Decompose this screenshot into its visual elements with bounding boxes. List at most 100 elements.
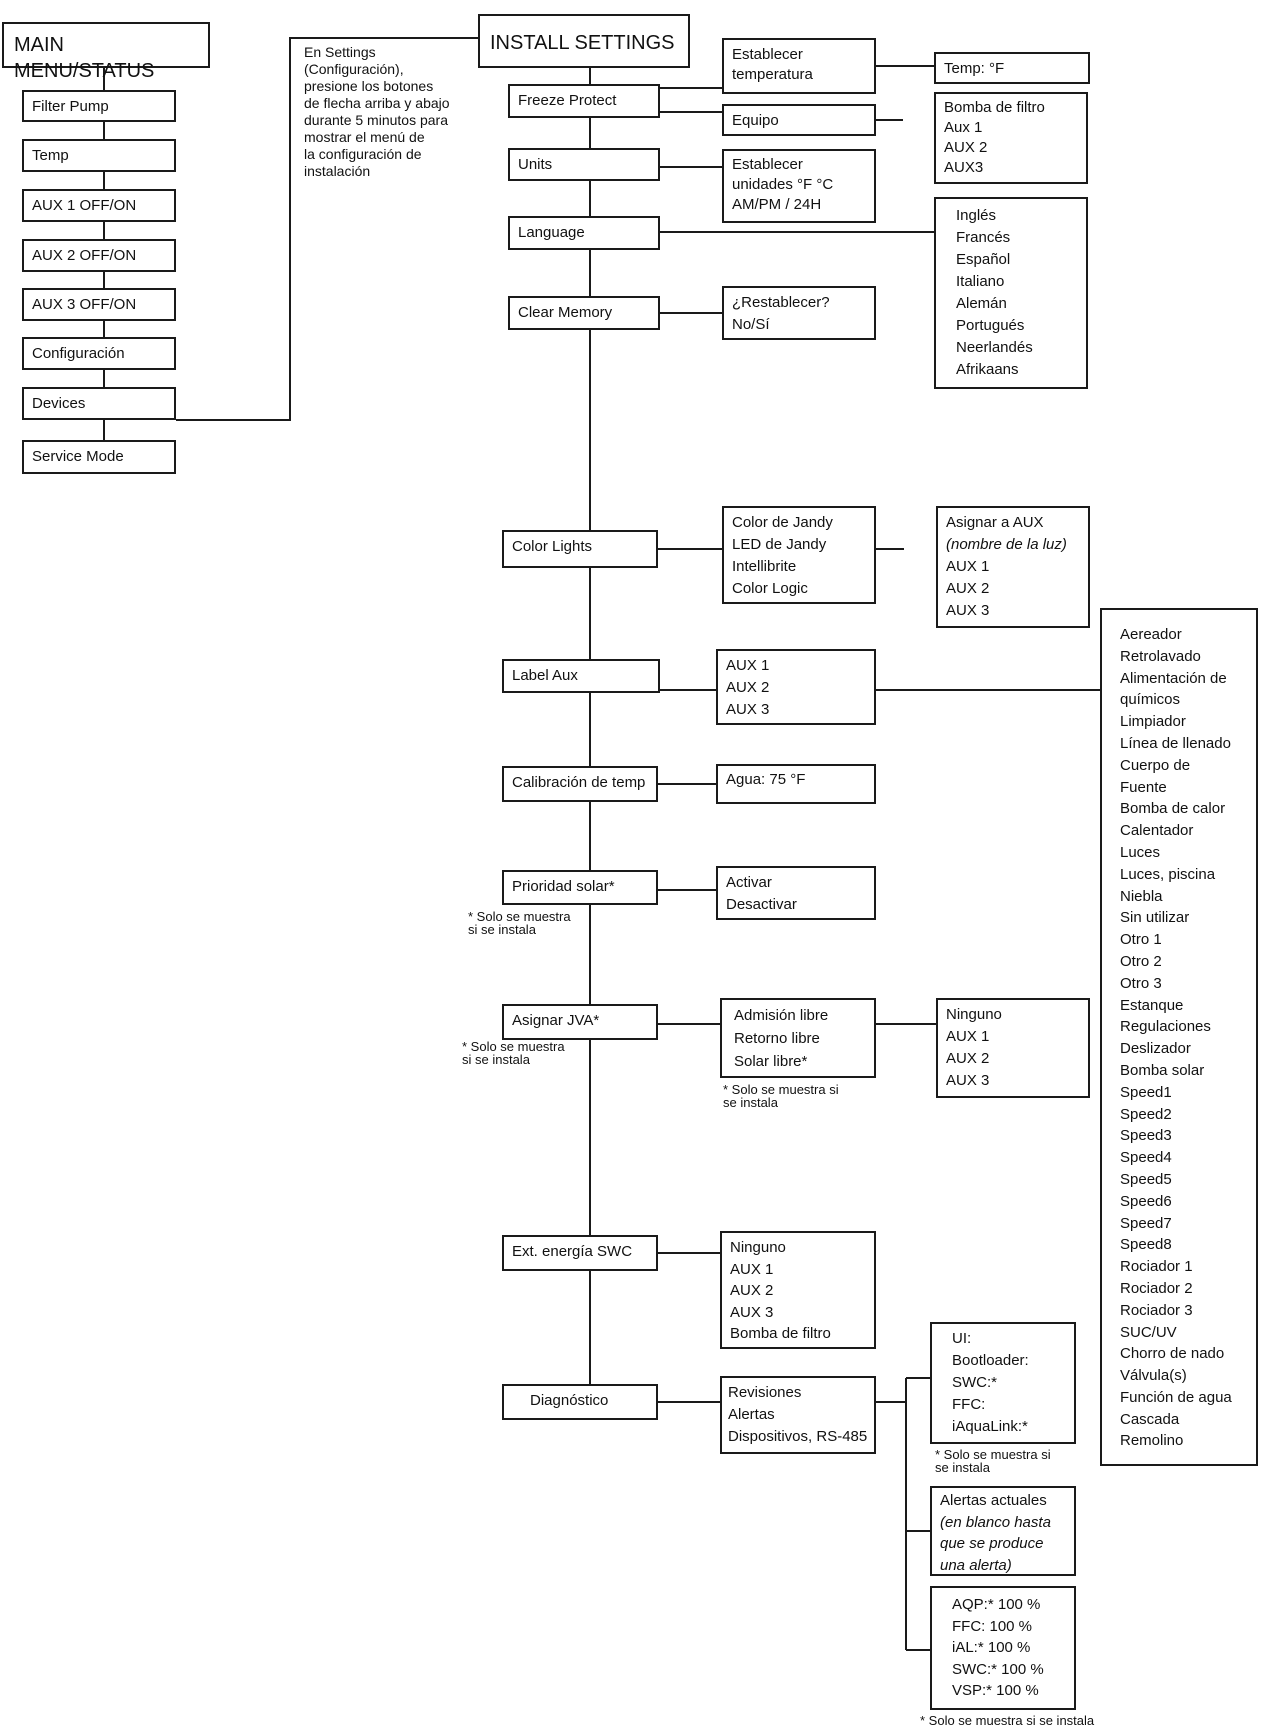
color-light-assign-item[interactable]: AUX 1 <box>946 558 990 575</box>
jva-option[interactable]: Admisión libre <box>734 1007 829 1024</box>
diagnostics-option[interactable]: Revisiones <box>728 1384 802 1401</box>
jva-option[interactable]: Retorno libre <box>734 1030 820 1047</box>
aux-label[interactable]: Remolino <box>1120 1432 1184 1450</box>
color-light-type[interactable]: Color de Jandy <box>732 514 833 531</box>
freeze-equipment-option[interactable]: Bomba de filtro <box>944 99 1045 116</box>
main-menu-aux3[interactable]: AUX 3 OFF/ON <box>22 288 176 321</box>
color-light-assign-item[interactable]: AUX 3 <box>946 602 990 619</box>
aux-label[interactable]: Speed4 <box>1120 1149 1172 1167</box>
units-option[interactable]: unidades °F °C <box>732 176 834 193</box>
aux-label[interactable]: Speed6 <box>1120 1192 1172 1210</box>
freeze-equipment-option[interactable]: Aux 1 <box>944 119 983 136</box>
install-clear-memory[interactable]: Clear Memory <box>508 296 660 330</box>
aux-label[interactable]: Luces, piscina <box>1120 865 1216 883</box>
aux-label[interactable]: químicos <box>1120 691 1181 709</box>
install-language[interactable]: Language <box>508 216 660 250</box>
install-prioridad-solar[interactable]: Prioridad solar* <box>502 870 658 905</box>
language-option[interactable]: Neerlandés <box>956 339 1033 356</box>
aux-label[interactable]: Bomba solar <box>1120 1061 1205 1079</box>
clear-memory-option[interactable]: ¿Restablecer? <box>732 294 830 311</box>
color-light-type[interactable]: Intellibrite <box>732 558 797 575</box>
aux-label[interactable]: Línea de llenado <box>1120 734 1231 752</box>
aux-label[interactable]: Niebla <box>1120 887 1163 905</box>
units-option[interactable]: Establecer <box>732 156 803 173</box>
jva-assign-option[interactable]: AUX 3 <box>946 1072 990 1089</box>
calibration-option[interactable]: Agua: 75 °F <box>726 771 806 788</box>
aux-label[interactable]: Estanque <box>1120 996 1184 1014</box>
aux-label[interactable]: Speed5 <box>1120 1170 1172 1188</box>
aux-label[interactable]: Cuerpo de <box>1120 756 1191 774</box>
main-menu-temp[interactable]: Temp <box>22 139 176 172</box>
install-units[interactable]: Units <box>508 148 660 181</box>
swc-option[interactable]: AUX 2 <box>730 1282 774 1299</box>
main-menu-configuracion[interactable]: Configuración <box>22 337 176 370</box>
aux-label[interactable]: Válvula(s) <box>1120 1367 1187 1385</box>
solar-option[interactable]: Desactivar <box>726 896 797 913</box>
label-aux-option[interactable]: AUX 2 <box>726 679 770 696</box>
install-asignar-jva[interactable]: Asignar JVA* <box>502 1004 658 1040</box>
install-freeze-protect[interactable]: Freeze Protect <box>508 84 660 118</box>
jva-assign-option[interactable]: AUX 2 <box>946 1050 990 1067</box>
install-color-lights[interactable]: Color Lights <box>502 530 658 568</box>
color-light-assign-item[interactable]: Asignar a AUX <box>946 514 1044 531</box>
swc-option[interactable]: AUX 1 <box>730 1260 774 1278</box>
aux-label[interactable]: Speed1 <box>1120 1083 1172 1101</box>
aux-label[interactable]: Cascada <box>1120 1410 1180 1428</box>
language-option[interactable]: Alemán <box>956 295 1007 312</box>
aux-label[interactable]: Bomba de calor <box>1120 800 1226 818</box>
aux-label[interactable]: SUC/UV <box>1120 1323 1177 1341</box>
language-option[interactable]: Francés <box>956 229 1011 246</box>
label-aux-option[interactable]: AUX 1 <box>726 657 770 674</box>
language-option[interactable]: Español <box>956 251 1011 268</box>
aux-label[interactable]: Otro 1 <box>1120 931 1162 949</box>
swc-option[interactable]: Ninguno <box>730 1239 786 1256</box>
aux-label[interactable]: Luces <box>1120 843 1161 861</box>
aux-label[interactable]: Otro 3 <box>1120 974 1162 992</box>
install-calibracion-temp[interactable]: Calibración de temp <box>502 766 658 802</box>
main-menu-service-mode[interactable]: Service Mode <box>22 440 176 474</box>
aux-label[interactable]: Aereador <box>1120 626 1182 643</box>
aux-label[interactable]: Alimentación de <box>1120 669 1227 687</box>
jva-assign-option[interactable]: AUX 1 <box>946 1028 990 1045</box>
install-label-aux[interactable]: Label Aux <box>502 659 660 693</box>
aux-label[interactable]: Otro 2 <box>1120 952 1162 970</box>
freeze-equipment-option[interactable]: AUX3 <box>944 159 984 176</box>
aux-label[interactable]: Speed8 <box>1120 1236 1172 1254</box>
aux-label[interactable]: Fuente <box>1120 778 1167 796</box>
freeze-set-temperature[interactable]: Establecer temperatura <box>722 38 876 94</box>
main-menu-filter-pump[interactable]: Filter Pump <box>22 90 176 122</box>
aux-label[interactable]: Rociador 3 <box>1120 1301 1193 1319</box>
main-menu-devices[interactable]: Devices <box>22 387 176 420</box>
aux-label[interactable]: Rociador 1 <box>1120 1258 1193 1276</box>
aux-label[interactable]: Chorro de nado <box>1120 1345 1225 1363</box>
aux-label[interactable]: Speed3 <box>1120 1127 1172 1145</box>
aux-label[interactable]: Limpiador <box>1120 713 1186 731</box>
language-option[interactable]: Portugués <box>956 317 1025 334</box>
freeze-equipment[interactable]: Equipo <box>722 104 876 136</box>
units-option[interactable]: AM/PM / 24H <box>732 196 822 213</box>
color-light-type[interactable]: LED de Jandy <box>732 536 827 553</box>
color-light-type[interactable]: Color Logic <box>732 580 808 597</box>
aux-label[interactable]: Función de agua <box>1120 1388 1232 1406</box>
aux-label[interactable]: Speed7 <box>1120 1214 1172 1232</box>
swc-option[interactable]: AUX 3 <box>730 1303 774 1321</box>
jva-assign-option[interactable]: Ninguno <box>946 1006 1002 1023</box>
aux-label[interactable]: Speed2 <box>1120 1105 1172 1123</box>
aux-label[interactable]: Regulaciones <box>1120 1018 1211 1036</box>
aux-label[interactable]: Retrolavado <box>1120 647 1201 665</box>
language-option[interactable]: Afrikaans <box>956 361 1019 378</box>
diagnostics-option[interactable]: Dispositivos, RS-485 <box>728 1428 868 1445</box>
diagnostics-option[interactable]: Alertas <box>728 1406 775 1423</box>
aux-label[interactable]: Deslizador <box>1120 1040 1191 1058</box>
clear-memory-option[interactable]: No/Sí <box>732 316 770 333</box>
language-option[interactable]: Inglés <box>956 207 997 224</box>
aux-label[interactable]: Sin utilizar <box>1120 909 1190 927</box>
jva-option[interactable]: Solar libre* <box>734 1053 808 1070</box>
install-diagnostico[interactable]: Diagnóstico <box>502 1384 658 1420</box>
color-light-assign-item[interactable]: AUX 2 <box>946 580 990 597</box>
label-aux-option[interactable]: AUX 3 <box>726 701 770 718</box>
main-menu-aux2[interactable]: AUX 2 OFF/ON <box>22 239 176 272</box>
main-menu-aux1[interactable]: AUX 1 OFF/ON <box>22 189 176 222</box>
install-ext-energia-swc[interactable]: Ext. energía SWC <box>502 1235 658 1271</box>
solar-option[interactable]: Activar <box>726 874 772 891</box>
